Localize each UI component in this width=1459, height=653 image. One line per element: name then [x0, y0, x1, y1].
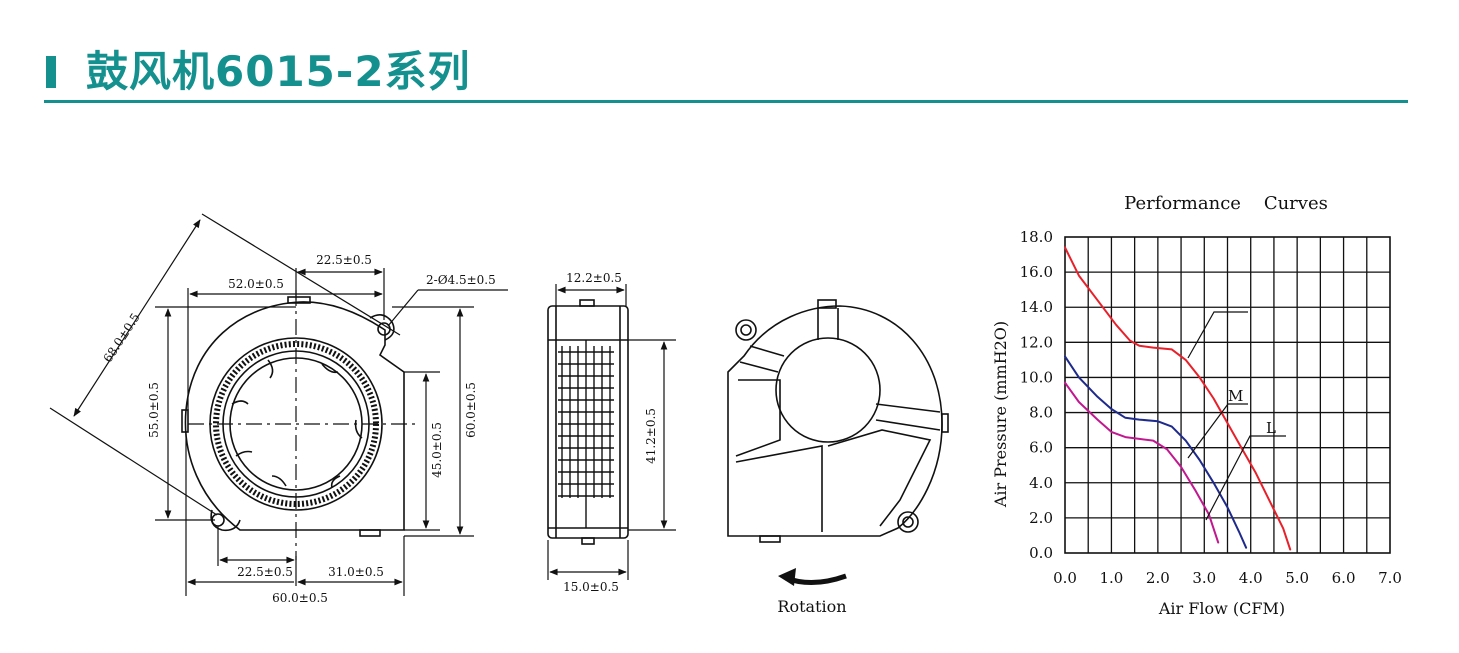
- x-tick-label: 6.0: [1332, 569, 1356, 587]
- back-bottom-lug: [897, 511, 919, 533]
- back-top-lug: [735, 319, 757, 341]
- dim-side-top-width: 12.2±0.5: [566, 271, 622, 285]
- back-inlet: [775, 337, 881, 443]
- side-dimension-lines: [547, 284, 676, 580]
- dim-total-width: 60.0±0.5: [272, 591, 328, 605]
- front-dimension-lines: [49, 213, 508, 596]
- dim-top-offset: 22.5±0.5: [316, 253, 372, 267]
- y-tick-label: 2.0: [1029, 509, 1053, 527]
- y-tick-label: 0.0: [1029, 544, 1053, 562]
- series-line-m: [1064, 355, 1248, 549]
- rotation-label: Rotation: [777, 597, 846, 616]
- back-rib-left: [739, 345, 785, 373]
- y-tick-label: 8.0: [1029, 404, 1053, 422]
- y-tick-label: 6.0: [1029, 439, 1053, 457]
- back-bottom-tab: [759, 535, 781, 543]
- page-title: 鼓风机6015-2系列: [86, 47, 471, 96]
- dim-left-height: 55.0±0.5: [147, 382, 161, 438]
- front-bottom-tab: [359, 529, 381, 537]
- chart-x-ticks: 0.0 1.0 2.0 3.0 4.0 5.0 6.0 7.0: [1053, 569, 1402, 587]
- chart-series: [1064, 246, 1292, 551]
- leader-l-series: [1205, 435, 1286, 521]
- back-bottom-hole: [902, 516, 914, 528]
- back-top-tab: [817, 299, 837, 309]
- back-view: [727, 299, 949, 543]
- side-view: [547, 299, 629, 545]
- dim-side-thickness: 15.0±0.5: [563, 580, 619, 594]
- y-tick-label: 18.0: [1020, 228, 1053, 246]
- series-label-l: L: [1266, 419, 1276, 437]
- side-bottom-tab: [581, 537, 595, 545]
- y-tick-label: 4.0: [1029, 474, 1053, 492]
- back-panel-bottom: [735, 445, 823, 532]
- chart-ylabel: Air Pressure (mmH2O): [991, 321, 1010, 508]
- series-line-l: [1064, 381, 1220, 544]
- y-tick-label: 12.0: [1020, 333, 1053, 351]
- front-dimension-labels: 68.0±0.5 22.5±0.5 52.0±0.5 2-Ø4.5±0.5 55…: [101, 253, 496, 605]
- x-tick-label: 0.0: [1053, 569, 1077, 587]
- leader-m-series: [1187, 403, 1248, 459]
- x-tick-label: 1.0: [1099, 569, 1123, 587]
- chart-xlabel: Air Flow (CFM): [1158, 599, 1285, 618]
- x-tick-label: 7.0: [1378, 569, 1402, 587]
- chart-series-leaders: [1187, 311, 1286, 521]
- chart-y-ticks: 0.0 2.0 4.0 6.0 8.0 10.0 12.0 14.0 16.0 18.0: [1020, 228, 1053, 562]
- dim-diagonal: 68.0±0.5: [101, 311, 143, 365]
- x-tick-label: 5.0: [1285, 569, 1309, 587]
- back-rib-right: [875, 403, 941, 431]
- side-blades: [558, 340, 614, 528]
- y-tick-label: 16.0: [1020, 263, 1053, 281]
- dim-bottom-offset: 22.5±0.5: [237, 565, 293, 579]
- series-label-m: M: [1228, 387, 1243, 405]
- front-housing-outline: [184, 301, 405, 531]
- front-bottom-lug: [210, 509, 241, 532]
- dim-holes: 2-Ø4.5±0.5: [426, 273, 496, 287]
- header-divider: [44, 100, 1408, 103]
- back-panel-right: [827, 429, 932, 527]
- back-panel-left: [735, 379, 781, 457]
- y-tick-label: 14.0: [1020, 298, 1053, 316]
- y-tick-label: 10.0: [1020, 368, 1053, 386]
- x-tick-label: 2.0: [1146, 569, 1170, 587]
- side-top-tab: [579, 299, 595, 307]
- leader-red-series: [1187, 311, 1248, 359]
- series-line-unnamed-0: [1064, 246, 1292, 551]
- chart-grid: [1065, 237, 1390, 553]
- performance-chart: Performance Curves 0.0 1.0 2.0 3.0 4.0 5.0 6.0…: [991, 193, 1402, 618]
- front-view: [181, 290, 420, 560]
- title-accent-bar: [46, 56, 56, 88]
- hub-struts: [231, 359, 363, 489]
- back-rib-top: [817, 308, 839, 340]
- back-top-hole: [740, 324, 752, 336]
- page-header: 鼓风机6015-2系列: [0, 0, 1459, 110]
- back-housing-outline: [727, 305, 943, 537]
- dim-total-height: 60.0±0.5: [464, 382, 478, 438]
- rotation-indicator: Rotation: [777, 568, 847, 616]
- dim-top-width: 52.0±0.5: [228, 277, 284, 291]
- dim-bottom-right: 31.0±0.5: [328, 565, 384, 579]
- dim-outlet-height: 45.0±0.5: [430, 422, 444, 478]
- x-tick-label: 3.0: [1192, 569, 1216, 587]
- side-dimension-labels: 12.2±0.5 41.2±0.5 15.0±0.5: [563, 271, 658, 594]
- back-right-tab: [941, 413, 949, 433]
- chart-title: Performance Curves: [1124, 193, 1328, 214]
- dim-side-inner-height: 41.2±0.5: [644, 408, 658, 464]
- x-tick-label: 4.0: [1239, 569, 1263, 587]
